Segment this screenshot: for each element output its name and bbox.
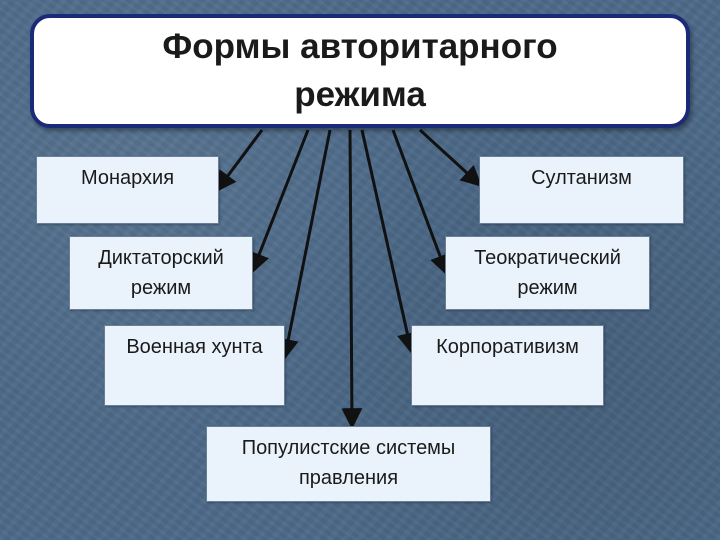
arrow-to-corporatism (360, 129, 418, 355)
node-theocratic: Теократический режим (445, 236, 650, 310)
arrow-to-theocratic (391, 129, 450, 276)
arrow-to-sultanism (418, 128, 483, 187)
diagram-title: Формы авторитарного режима (162, 27, 558, 114)
arrow-to-junta (277, 129, 332, 361)
arrow-to-monarchy (215, 129, 264, 193)
node-populist-systems: Популистские системы правления (206, 426, 491, 502)
arrow-to-populist (341, 129, 363, 430)
node-dictatorship: Диктаторский режим (69, 236, 253, 310)
node-monarchy: Монархия (36, 156, 219, 224)
arrow-to-dictator (249, 129, 310, 274)
node-sultanism: Султанизм (479, 156, 684, 224)
node-military-junta: Военная хунта (104, 325, 285, 406)
node-corporatism: Корпоративизм (411, 325, 604, 406)
title-box: Формы авторитарного режима (30, 14, 690, 128)
